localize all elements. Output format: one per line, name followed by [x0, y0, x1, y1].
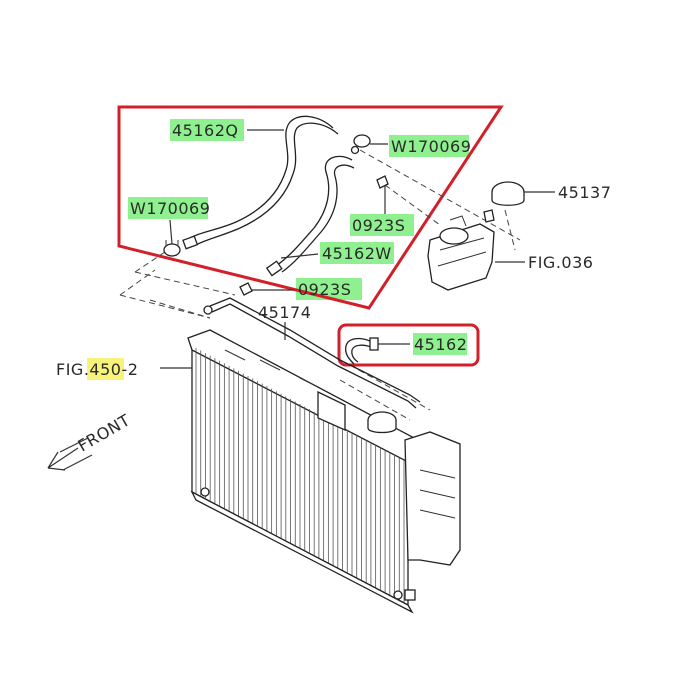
front-arrow: FRONT [47, 410, 134, 471]
highlight-450 [87, 358, 124, 380]
hose-45162 [344, 337, 379, 365]
reservoir-tank [427, 209, 495, 291]
label-w170069-top: W170069 [391, 137, 471, 156]
radiator-fins [195, 348, 405, 605]
hose-45162q [182, 115, 339, 250]
label-fig-450-2: FIG.450-2 [56, 360, 138, 379]
red-outline-hose-45162 [337, 323, 480, 367]
dashed-guides [119, 149, 521, 421]
fig-prefix: FIG. [56, 360, 89, 379]
front-label: FRONT [75, 410, 134, 455]
highlight-45162 [413, 333, 467, 355]
highlight-45162w [320, 242, 394, 264]
red-outline-hose-group [117, 105, 504, 310]
bolt-bottom [239, 282, 253, 296]
fig-number: 450 [89, 360, 121, 379]
highlight-0923s-right [350, 214, 414, 236]
leader-lines [160, 129, 555, 369]
label-w170069-left: W170069 [130, 199, 210, 218]
callout-labels: 45162Q W170069 W170069 0923S 45162W 0923… [56, 121, 611, 379]
highlights [87, 119, 469, 380]
highlight-w170069-left [128, 197, 208, 219]
label-0923s-right: 0923S [352, 216, 405, 235]
pipe-45174 [203, 297, 421, 409]
arrow-left-icon [47, 437, 93, 471]
label-45174: 45174 [258, 303, 311, 322]
label-45162w: 45162W [322, 244, 392, 263]
radiator [187, 329, 461, 614]
fig-suffix: -2 [121, 360, 138, 379]
label-fig-036: FIG.036 [528, 253, 593, 272]
highlight-45162q [170, 119, 244, 141]
label-0923s-bottom: 0923S [298, 280, 351, 299]
clamp-top [350, 134, 371, 155]
highlight-w170069-top [389, 135, 469, 157]
label-45137: 45137 [558, 183, 611, 202]
label-45162q: 45162Q [172, 121, 239, 140]
hose-45162w [265, 155, 355, 277]
label-45162: 45162 [414, 335, 467, 354]
bolt-right [376, 175, 389, 189]
cap-45137 [491, 181, 525, 206]
